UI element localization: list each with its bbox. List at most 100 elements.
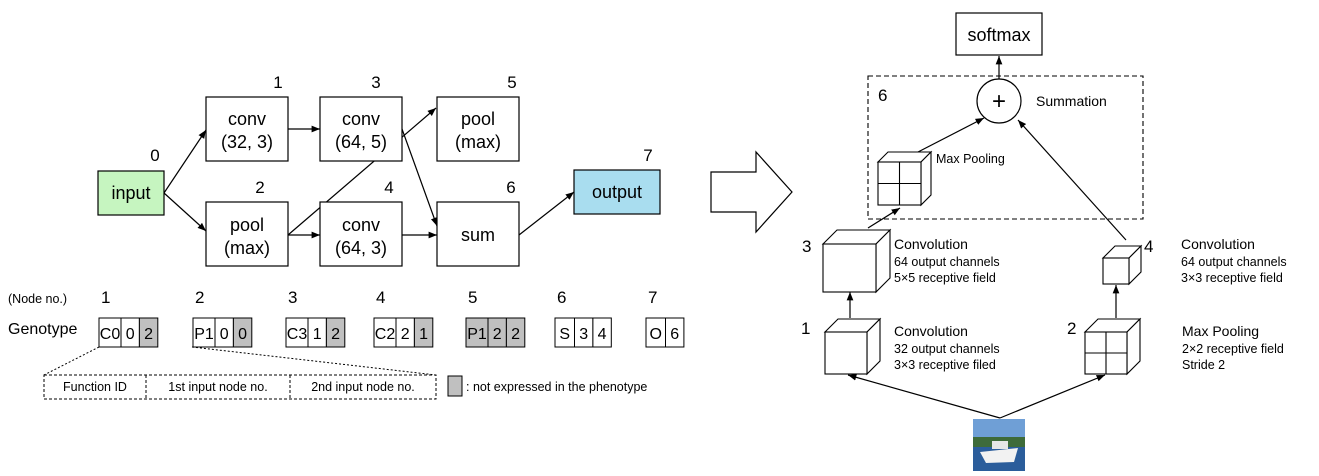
graph-node-2: 2 pool (max)	[205, 178, 289, 267]
conv-node-box	[205, 96, 289, 162]
gene-cell-value: C3	[287, 326, 308, 343]
node-label: input	[111, 183, 150, 203]
layer-title: Max Pooling	[1182, 323, 1259, 339]
gene-cell-value: 2	[511, 326, 520, 343]
cube-side-face	[920, 150, 932, 207]
graph-node-5: 5 pool (max)	[436, 73, 520, 162]
node-params: (64, 3)	[335, 238, 387, 258]
edge-image-pool2	[999, 374, 1106, 419]
node-no-label: (Node no.)	[8, 292, 67, 306]
node-number: 1	[273, 73, 282, 92]
edge-conv4-sum	[1017, 119, 1127, 241]
node-label: output	[592, 182, 642, 202]
softmax-box	[955, 12, 1043, 56]
legend-function-id: Function ID	[63, 380, 127, 394]
transform-arrow-icon	[710, 150, 793, 234]
summation-group-frame	[867, 75, 1144, 220]
gene-node-number: 3	[288, 288, 297, 307]
layer-number: 1	[801, 319, 810, 338]
node-label: sum	[461, 225, 495, 245]
legend-leader-left	[43, 346, 100, 376]
layer-2-max-pool: 2 Max Pooling 2×2 receptive field Stride…	[1067, 317, 1284, 376]
layer-line2: 3×3 receptive field	[1181, 271, 1283, 285]
gene-cell-value: C0	[100, 326, 121, 343]
node-label: pool	[461, 109, 495, 129]
gene-structure-legend: Function ID 1st input node no. 2nd input…	[43, 374, 647, 400]
node-label: conv	[342, 109, 380, 129]
graph-edges	[163, 107, 575, 239]
layer-title: Convolution	[1181, 236, 1255, 252]
gene-node-number: 4	[376, 288, 385, 307]
node-label: conv	[342, 215, 380, 235]
gene-cell-value: 4	[598, 326, 607, 343]
cube-front-face	[824, 331, 868, 375]
gene-cell-value: 2	[401, 326, 410, 343]
gene-node-number: 1	[101, 288, 110, 307]
image-boat-cabin	[992, 441, 1008, 449]
input-boat-image	[973, 419, 1025, 471]
gene-cell	[232, 317, 253, 348]
gene-cell	[665, 317, 685, 348]
edge-0-1	[163, 129, 207, 194]
cube-front-face	[1102, 257, 1130, 285]
gene-cell	[505, 317, 526, 348]
unexpressed-swatch	[447, 375, 463, 397]
group-number: 6	[878, 86, 887, 105]
image-boat-hull	[980, 448, 1018, 463]
layer-line1: 64 output channels	[1181, 255, 1287, 269]
gene-cell	[138, 317, 159, 348]
gene-cell-value: 0	[220, 326, 229, 343]
gene-cell	[413, 317, 434, 348]
legend-first-input: 1st input node no.	[168, 380, 267, 394]
layer-number: 2	[1067, 319, 1076, 338]
gene-cell	[592, 317, 612, 348]
gene-cell-value: 0	[238, 326, 247, 343]
gene-node-number: 2	[195, 288, 204, 307]
gene-cell-value: P1	[194, 326, 214, 343]
output-node-box	[573, 169, 661, 215]
node-params: (max)	[455, 132, 501, 152]
edge-2-5	[287, 107, 437, 236]
softmax-layer: softmax	[955, 12, 1043, 56]
summation-label: Summation	[1036, 93, 1107, 109]
summation-node: + Summation	[976, 78, 1107, 124]
gene-node-number: 7	[648, 288, 657, 307]
node-number: 2	[255, 178, 264, 197]
layer-line1: 64 output channels	[894, 255, 1000, 269]
gene-cell-value: 1	[419, 326, 428, 343]
gene-cell-value: C2	[375, 326, 396, 343]
gene-cell-value: 3	[579, 326, 588, 343]
gene-cell-value: 2	[144, 326, 153, 343]
layer-number: 3	[802, 237, 811, 256]
genotype-label: Genotype	[8, 321, 77, 338]
gene-cell-value: 0	[126, 326, 135, 343]
gene-cell-value: S	[559, 326, 570, 343]
legend-second-input: 2nd input node no.	[311, 380, 415, 394]
gene-cell-value: O	[650, 326, 662, 343]
gene-cell-value: 2	[331, 326, 340, 343]
node-number: 5	[507, 73, 516, 92]
conv-node-box	[319, 201, 403, 267]
gene-node-number: 5	[468, 288, 477, 307]
max-pool-top-label: Max Pooling	[936, 152, 1005, 166]
layer-line2: 3×3 receptive filed	[894, 358, 996, 372]
node-number: 6	[506, 178, 515, 197]
layer-title: Convolution	[894, 236, 968, 252]
edge-image-conv1	[847, 374, 1001, 419]
layer-line1: 32 output channels	[894, 342, 1000, 356]
softmax-label: softmax	[967, 25, 1030, 45]
edge-0-2	[163, 192, 207, 232]
graph-node-0: 0 input	[97, 146, 165, 216]
node-params: (max)	[224, 238, 270, 258]
node-params: (32, 3)	[221, 132, 273, 152]
layer-title: Convolution	[894, 323, 968, 339]
edge-3-6	[401, 128, 438, 227]
legend-frame	[43, 374, 437, 400]
node-number: 0	[150, 146, 159, 165]
